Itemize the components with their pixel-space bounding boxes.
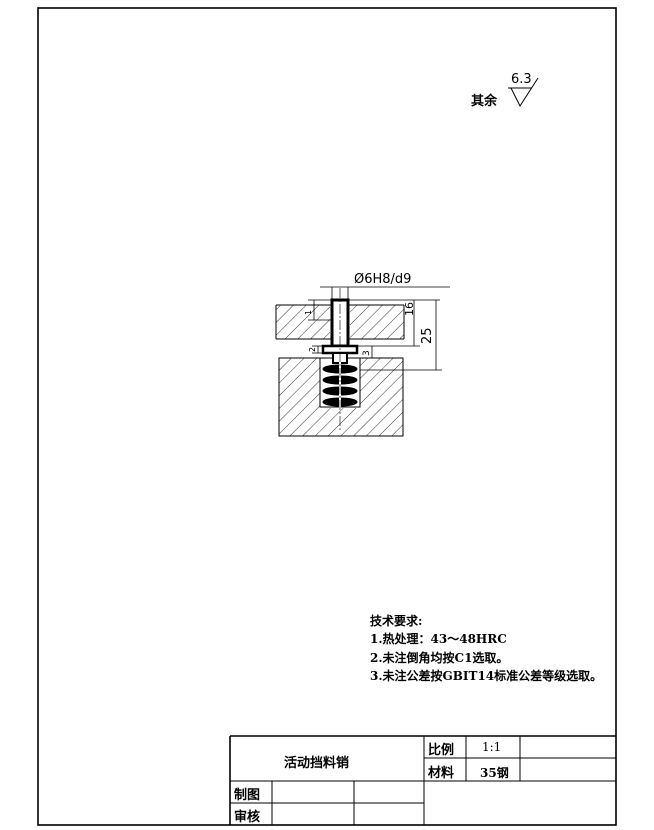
fit-dimension: Ø6H8/d9 [354, 272, 412, 287]
material-label: 材料 [428, 766, 455, 781]
scale-value: 1:1 [482, 740, 502, 754]
surface-finish-value: 6.3 [511, 72, 532, 87]
note-item-1: 1.热处理：43～48HRC [370, 632, 507, 646]
dimension-lines [308, 286, 450, 371]
dimension-3: 3 [362, 350, 372, 356]
notes-title: 技术要求: [370, 614, 423, 628]
note-item-2: 2.未注倒角均按C1选取。 [370, 651, 509, 665]
dimension-16: 16 [403, 302, 416, 316]
dimension-1: 1 [304, 309, 313, 315]
checked-label: 审核 [234, 810, 261, 825]
drawn-label: 制图 [234, 788, 261, 803]
sheet-border [37, 7, 617, 826]
scale-label: 比例 [428, 743, 455, 758]
dimension-2: 2 [308, 346, 317, 352]
dimension-25: 25 [420, 327, 435, 344]
surface-roughness-symbol [508, 77, 539, 108]
part-name: 活动挡料销 [284, 756, 350, 771]
material-value: 35钢 [480, 766, 509, 780]
surface-finish-label: 其余 [471, 94, 498, 109]
title-block [229, 735, 616, 825]
note-item-3: 3.未注公差按GBIT14标准公差等级选取。 [370, 669, 603, 683]
